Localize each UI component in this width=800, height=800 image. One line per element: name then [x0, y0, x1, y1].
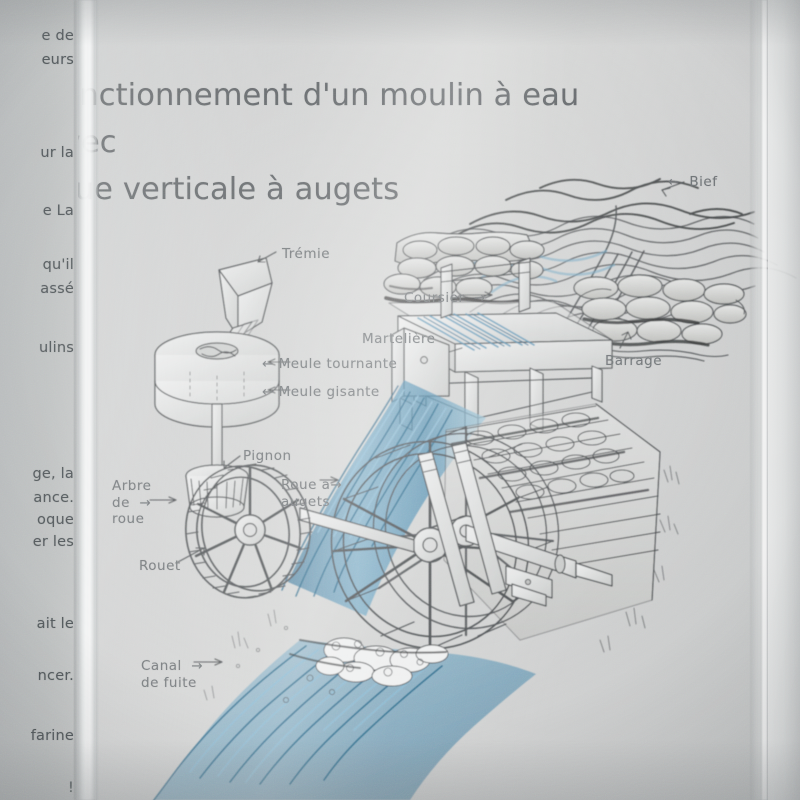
photograph-of-laminated-poster: Fonctionnement d'un moulin à eau avecrou… [0, 0, 800, 800]
photo-vignette [0, 0, 800, 800]
